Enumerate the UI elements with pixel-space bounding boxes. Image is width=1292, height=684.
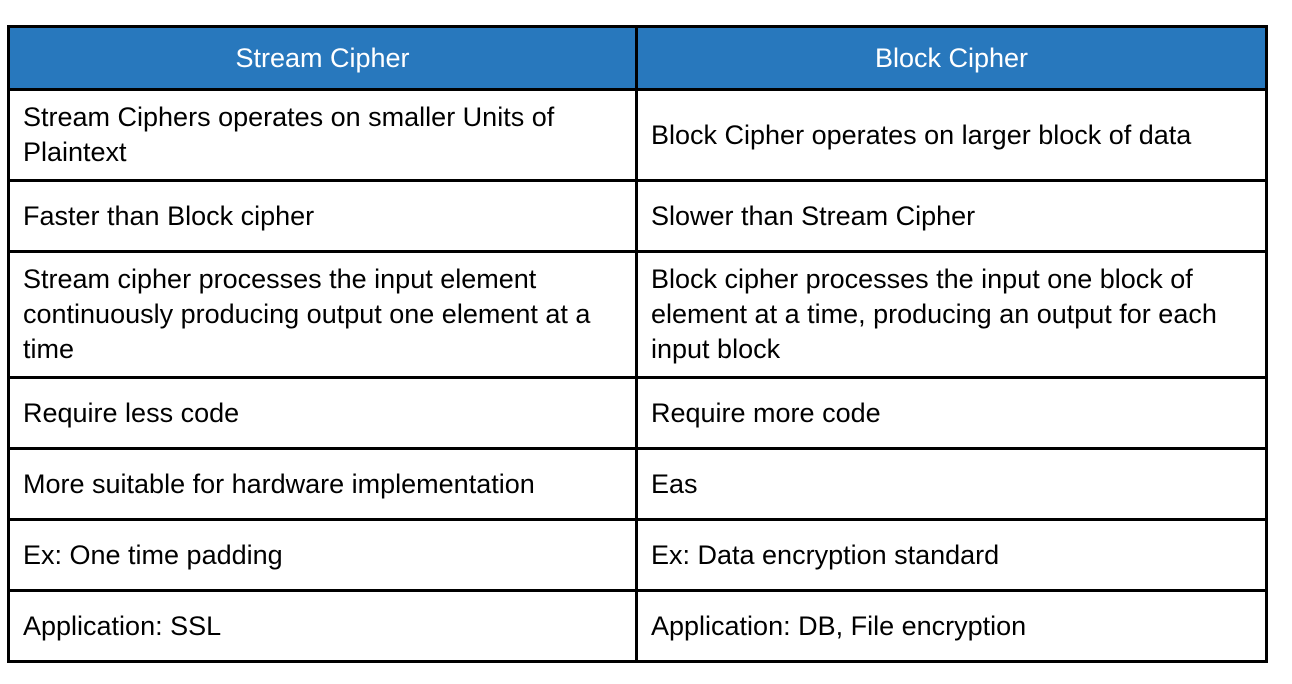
column-header-block-cipher: Block Cipher bbox=[635, 25, 1268, 91]
cell-block-cipher: Slower than Stream Cipher bbox=[635, 179, 1268, 254]
cell-text: Stream Ciphers operates on smaller Units… bbox=[23, 102, 555, 168]
table-row: Ex: One time padding Ex: Data encryption… bbox=[7, 518, 1268, 593]
cell-text: Block cipher processes the input one blo… bbox=[651, 264, 1217, 365]
cell-text: Stream cipher processes the input elemen… bbox=[23, 264, 591, 365]
column-header-label: Block Cipher bbox=[874, 42, 1029, 73]
cell-stream-cipher: Stream cipher processes the input elemen… bbox=[7, 250, 638, 380]
cipher-comparison-table: Stream Cipher Block Cipher Stream Cipher… bbox=[7, 25, 1268, 664]
column-header-label: Stream Cipher bbox=[235, 42, 410, 73]
cell-block-cipher: Eas bbox=[635, 447, 1268, 522]
cell-stream-cipher: Ex: One time padding bbox=[7, 518, 638, 593]
table-row: Stream Ciphers operates on smaller Units… bbox=[7, 87, 1268, 183]
cell-text: Application: SSL bbox=[23, 610, 222, 641]
cell-stream-cipher: Require less code bbox=[7, 376, 638, 451]
cell-text: Block Cipher operates on larger block of… bbox=[651, 119, 1192, 150]
cell-text: Slower than Stream Cipher bbox=[651, 200, 976, 231]
table-body: Stream Ciphers operates on smaller Units… bbox=[7, 87, 1268, 664]
table-row: Require less code Require more code bbox=[7, 376, 1268, 451]
cell-text: Faster than Block cipher bbox=[23, 200, 315, 231]
table-header: Stream Cipher Block Cipher bbox=[7, 25, 1268, 91]
cell-text: Application: DB, File encryption bbox=[651, 610, 1027, 641]
cell-stream-cipher: More suitable for hardware implementatio… bbox=[7, 447, 638, 522]
cell-stream-cipher: Application: SSL bbox=[7, 589, 638, 664]
table-row: Faster than Block cipher Slower than Str… bbox=[7, 179, 1268, 254]
cell-block-cipher: Application: DB, File encryption bbox=[635, 589, 1268, 664]
cell-stream-cipher: Faster than Block cipher bbox=[7, 179, 638, 254]
cell-stream-cipher: Stream Ciphers operates on smaller Units… bbox=[7, 87, 638, 183]
cell-block-cipher: Block cipher processes the input one blo… bbox=[635, 250, 1268, 380]
cell-text: Require more code bbox=[651, 397, 881, 428]
table-row: More suitable for hardware implementatio… bbox=[7, 447, 1268, 522]
cell-block-cipher: Require more code bbox=[635, 376, 1268, 451]
column-header-stream-cipher: Stream Cipher bbox=[7, 25, 638, 91]
table-row: Stream cipher processes the input elemen… bbox=[7, 250, 1268, 380]
cell-text: Require less code bbox=[23, 397, 240, 428]
table-row: Application: SSL Application: DB, File e… bbox=[7, 589, 1268, 664]
cell-text: More suitable for hardware implementatio… bbox=[23, 468, 535, 499]
cell-block-cipher: Block Cipher operates on larger block of… bbox=[635, 87, 1268, 183]
cell-block-cipher: Ex: Data encryption standard bbox=[635, 518, 1268, 593]
cell-text: Ex: Data encryption standard bbox=[651, 539, 1000, 570]
cell-text: Ex: One time padding bbox=[23, 539, 283, 570]
table-header-row: Stream Cipher Block Cipher bbox=[7, 25, 1268, 91]
cell-text: Eas bbox=[651, 468, 698, 499]
